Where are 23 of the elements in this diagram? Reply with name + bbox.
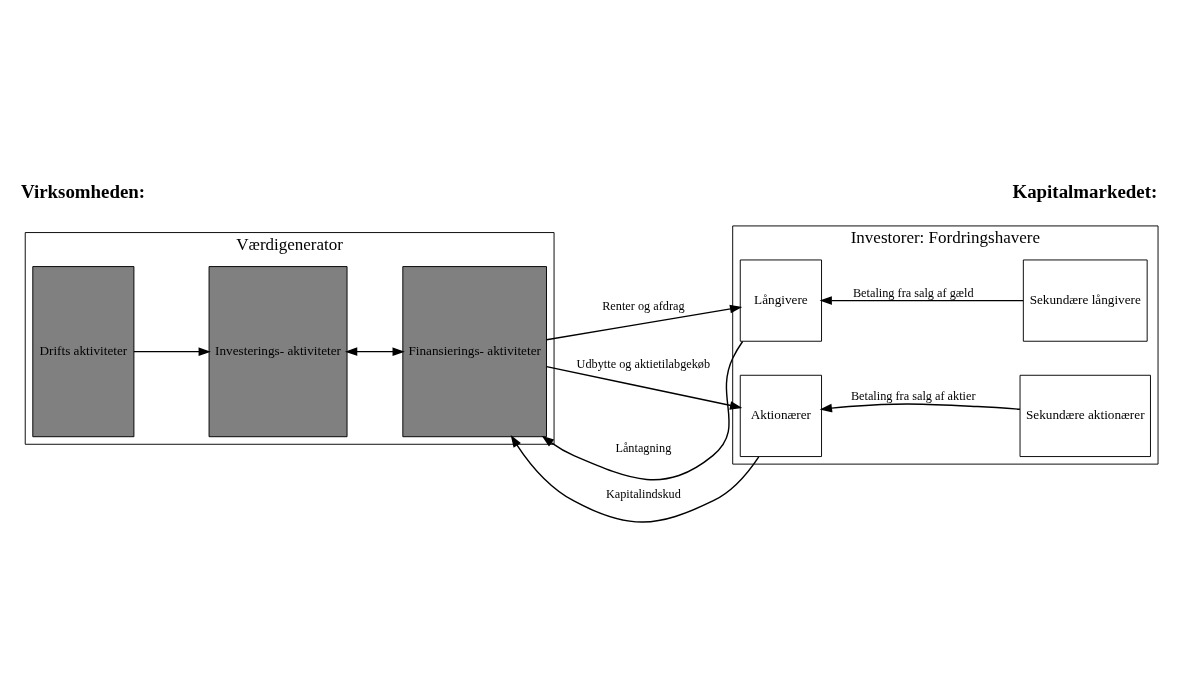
- edge-label: Udbytte og aktietilabgekøb: [576, 357, 711, 372]
- arrow: [541, 340, 744, 481]
- node-box: Finansierings- aktiviteter: [402, 266, 547, 438]
- arrow: [133, 347, 211, 356]
- node-box: Sekundære långivere: [1022, 259, 1148, 342]
- arrow: [819, 403, 1021, 413]
- arrow: [819, 296, 1024, 305]
- node-box: Långivere: [739, 259, 822, 342]
- edge-label: Betaling fra salg af gæld: [852, 286, 974, 301]
- arrow: [510, 434, 760, 523]
- arrow: [545, 304, 743, 341]
- node-box: Aktionærer: [739, 374, 822, 458]
- edge-label: Betaling fra salg af aktier: [850, 389, 976, 404]
- edge-label: Låntagning: [615, 441, 672, 456]
- edge-label: Kapitalindskud: [605, 486, 681, 501]
- node-box: Drifts aktiviteter: [32, 266, 135, 438]
- edge-label: Renter og afdrag: [602, 298, 685, 313]
- arrow: [545, 365, 743, 410]
- arrow: [344, 347, 405, 356]
- node-box: Investerings- aktiviteter: [208, 266, 348, 438]
- node-box: Sekundære aktionærer: [1019, 374, 1151, 458]
- label: Kapitalmarkedet:: [1012, 180, 1158, 202]
- label: Virksomheden:: [20, 180, 146, 202]
